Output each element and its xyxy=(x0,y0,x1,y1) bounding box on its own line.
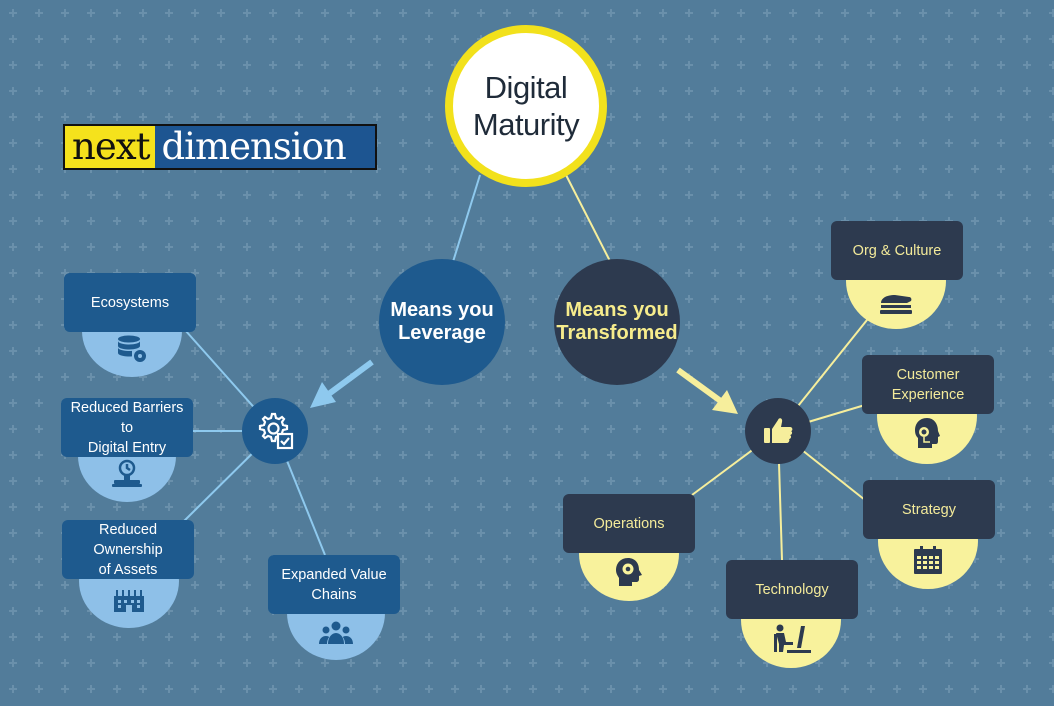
org-culture-label: Org & Culture xyxy=(852,242,942,259)
logo-next-text: next xyxy=(65,126,156,168)
reduced-ownership-box: Reduced Ownership of Assets xyxy=(62,520,194,579)
ownership-label-line2: of Assets xyxy=(98,561,158,578)
leverage-title-line1: Means you xyxy=(390,299,494,321)
center-title-line2: Maturity xyxy=(472,107,580,142)
stapler-icon xyxy=(880,295,912,314)
head-gear-icon xyxy=(616,558,642,586)
means-you-transformed-circle: Means you Transformed xyxy=(554,259,680,385)
connector-center-leverage xyxy=(451,174,481,266)
technology-box: Technology xyxy=(726,560,858,619)
value-chains-label-line2: Chains xyxy=(311,586,357,603)
strategy-box: Strategy xyxy=(863,480,995,539)
arrow-transformed xyxy=(676,367,738,414)
strategy-label: Strategy xyxy=(902,501,956,518)
means-you-leverage-circle: Means you Leverage xyxy=(379,259,505,385)
thumbs-up-icon xyxy=(764,418,793,443)
logo-dimension-text: dimension xyxy=(155,126,375,168)
ecosystems-label-line1: Ecosystems xyxy=(90,294,170,311)
transformed-title-line1: Means you xyxy=(565,299,669,321)
connector-center-transformed xyxy=(565,174,613,266)
customer-label-line2: Experience xyxy=(891,386,965,403)
transformed-hub xyxy=(745,398,811,464)
reduced-barriers-box: Reduced Barriers to Digital Entry xyxy=(61,398,193,457)
customer-experience-box: Customer Experience xyxy=(862,355,994,414)
people-group-icon xyxy=(319,621,353,644)
operations-box: Operations xyxy=(563,494,695,553)
scale-icon xyxy=(112,459,142,487)
gear-checklist-icon xyxy=(258,412,294,450)
expanded-value-chains-box: Expanded Value Chains xyxy=(268,555,400,614)
digital-maturity-circle: Digital Maturity xyxy=(445,25,607,187)
transformed-title-line2: Transformed xyxy=(556,322,678,344)
center-title-line1: Digital xyxy=(484,70,568,105)
leverage-title-line2: Leverage xyxy=(398,322,486,344)
org-culture-box: Org & Culture xyxy=(831,221,963,280)
database-gear-icon xyxy=(118,335,146,362)
ownership-label-line1: Reduced Ownership xyxy=(93,521,163,558)
calendar-icon xyxy=(914,546,942,574)
headset-icon xyxy=(915,418,940,448)
arrow-leverage xyxy=(310,359,374,408)
next-dimension-logo: next dimension xyxy=(63,124,377,170)
ecosystems-box: Ecosystems xyxy=(64,273,196,332)
factory-icon xyxy=(114,590,144,612)
barriers-label-line2: Digital Entry xyxy=(87,439,167,456)
leverage-hub xyxy=(242,398,308,464)
customer-label-line1: Customer xyxy=(896,366,960,383)
operations-label: Operations xyxy=(593,515,665,532)
person-computer-icon xyxy=(774,624,811,653)
value-chains-label-line1: Expanded Value xyxy=(281,566,387,583)
barriers-label-line1: Reduced Barriers to xyxy=(70,399,184,436)
technology-label: Technology xyxy=(755,581,829,598)
